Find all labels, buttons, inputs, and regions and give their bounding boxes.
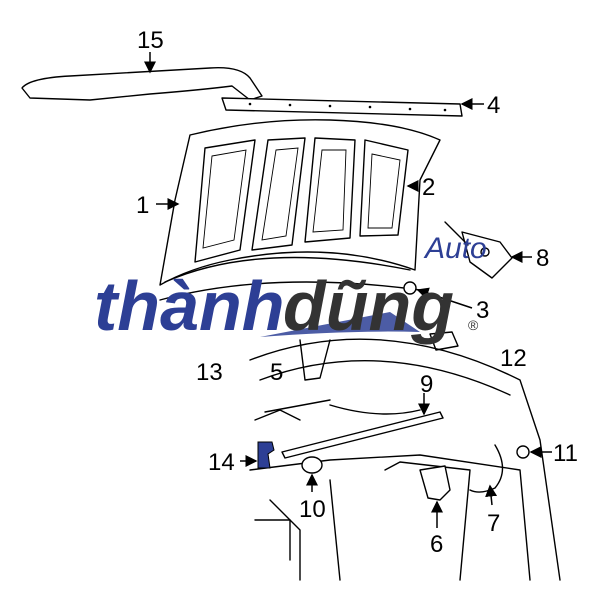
callout-7: 7: [487, 510, 500, 537]
callout-3: 3: [476, 297, 489, 324]
engine-bay: [249, 338, 561, 581]
callout-13: 13: [196, 359, 223, 386]
part-9-prop-rod: [281, 411, 444, 459]
leader-arrows: [144, 52, 552, 528]
callout-10: 10: [299, 496, 326, 523]
part-10-bumper: [301, 456, 323, 474]
callout-12: 12: [500, 345, 527, 372]
callout-11: 11: [553, 440, 578, 467]
logo-registered: ®: [468, 317, 479, 333]
logo-brand-dark: dũng: [283, 267, 454, 345]
watermark-logo: thành dũng Auto ®: [94, 232, 487, 345]
callout-6: 6: [430, 531, 443, 558]
part-15-strip: [21, 67, 263, 101]
callout-4: 4: [487, 92, 500, 119]
part-6-latch: [419, 465, 451, 501]
part-12-striker: [429, 331, 459, 351]
part-4-bar: [221, 97, 463, 117]
logo-swoosh: [260, 312, 420, 337]
callout-1: 1: [136, 192, 149, 219]
part-11-grommet: [516, 445, 530, 459]
part-1-hood: [159, 119, 441, 301]
part-3-bumper: [403, 281, 417, 295]
logo-tagline: Auto: [423, 232, 487, 265]
callout-5: 5: [270, 359, 283, 386]
part-8-latch: [444, 221, 513, 279]
part-7-cable: [469, 444, 504, 493]
callout-8: 8: [536, 245, 549, 272]
part-14-clip: [257, 441, 275, 469]
callout-14: 14: [208, 449, 235, 476]
logo-brand-blue: thành: [94, 267, 285, 345]
callout-2: 2: [422, 174, 435, 201]
callout-15: 15: [137, 27, 164, 54]
callout-9: 9: [420, 371, 433, 398]
callout-labels: 15 4 1 2 8 3 13 5 12 9 14 11 10 6 7: [136, 27, 578, 558]
